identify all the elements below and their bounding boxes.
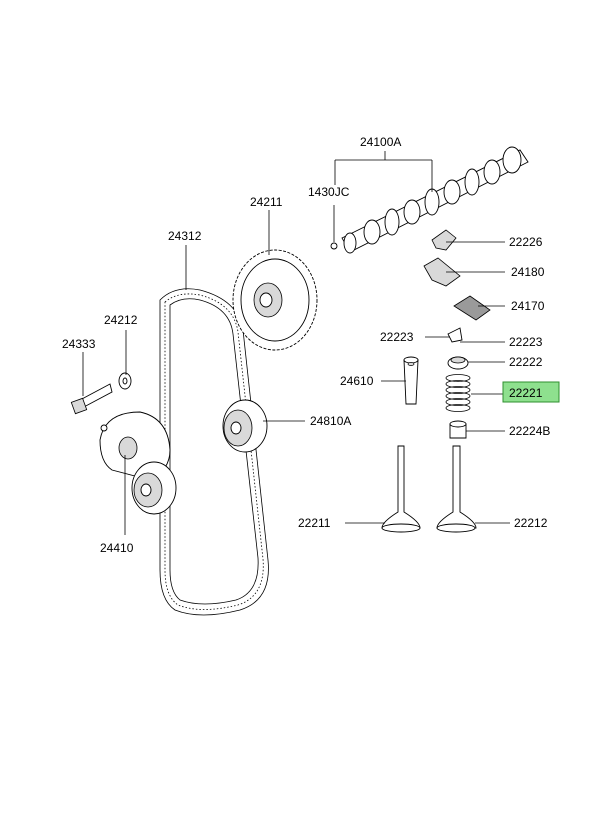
selected-part-highlight: [502, 381, 560, 403]
label-22212[interactable]: 22212: [514, 516, 548, 530]
timing-belt-drawing: [159, 288, 269, 616]
leader-lines: [82, 151, 510, 535]
idler-pulley-drawing: [222, 399, 268, 453]
valve-train-drawing: [403, 229, 491, 439]
label-24810a[interactable]: 24810A: [310, 414, 351, 428]
label-22223-left[interactable]: 22223: [380, 330, 414, 344]
label-22224b[interactable]: 22224B: [509, 424, 550, 438]
label-24212[interactable]: 24212: [104, 313, 138, 327]
part-labels: 24100A 1430JC 24211 24312 24212 24333 22…: [62, 135, 550, 555]
label-24333[interactable]: 24333: [62, 337, 96, 351]
label-22226[interactable]: 22226: [509, 235, 543, 249]
cam-sprocket-drawing: [232, 249, 318, 351]
label-1430jc[interactable]: 1430JC: [308, 185, 350, 199]
label-24410[interactable]: 24410: [100, 541, 134, 555]
label-22221[interactable]: 22221: [509, 386, 543, 400]
valves-drawing: [381, 445, 477, 533]
label-24170[interactable]: 24170: [511, 299, 545, 313]
bolt-washer-drawing: [70, 372, 132, 415]
label-22223-right[interactable]: 22223: [509, 335, 543, 349]
label-24211[interactable]: 24211: [250, 195, 283, 209]
label-24610[interactable]: 24610: [340, 374, 374, 388]
label-24180[interactable]: 24180: [511, 265, 545, 279]
label-22222[interactable]: 22222: [509, 355, 543, 369]
tensioner-drawing: [99, 411, 177, 515]
label-24100a[interactable]: 24100A: [360, 135, 401, 149]
label-24312[interactable]: 24312: [168, 229, 202, 243]
label-22211[interactable]: 22211: [298, 516, 331, 530]
camshaft-drawing: [330, 146, 529, 254]
